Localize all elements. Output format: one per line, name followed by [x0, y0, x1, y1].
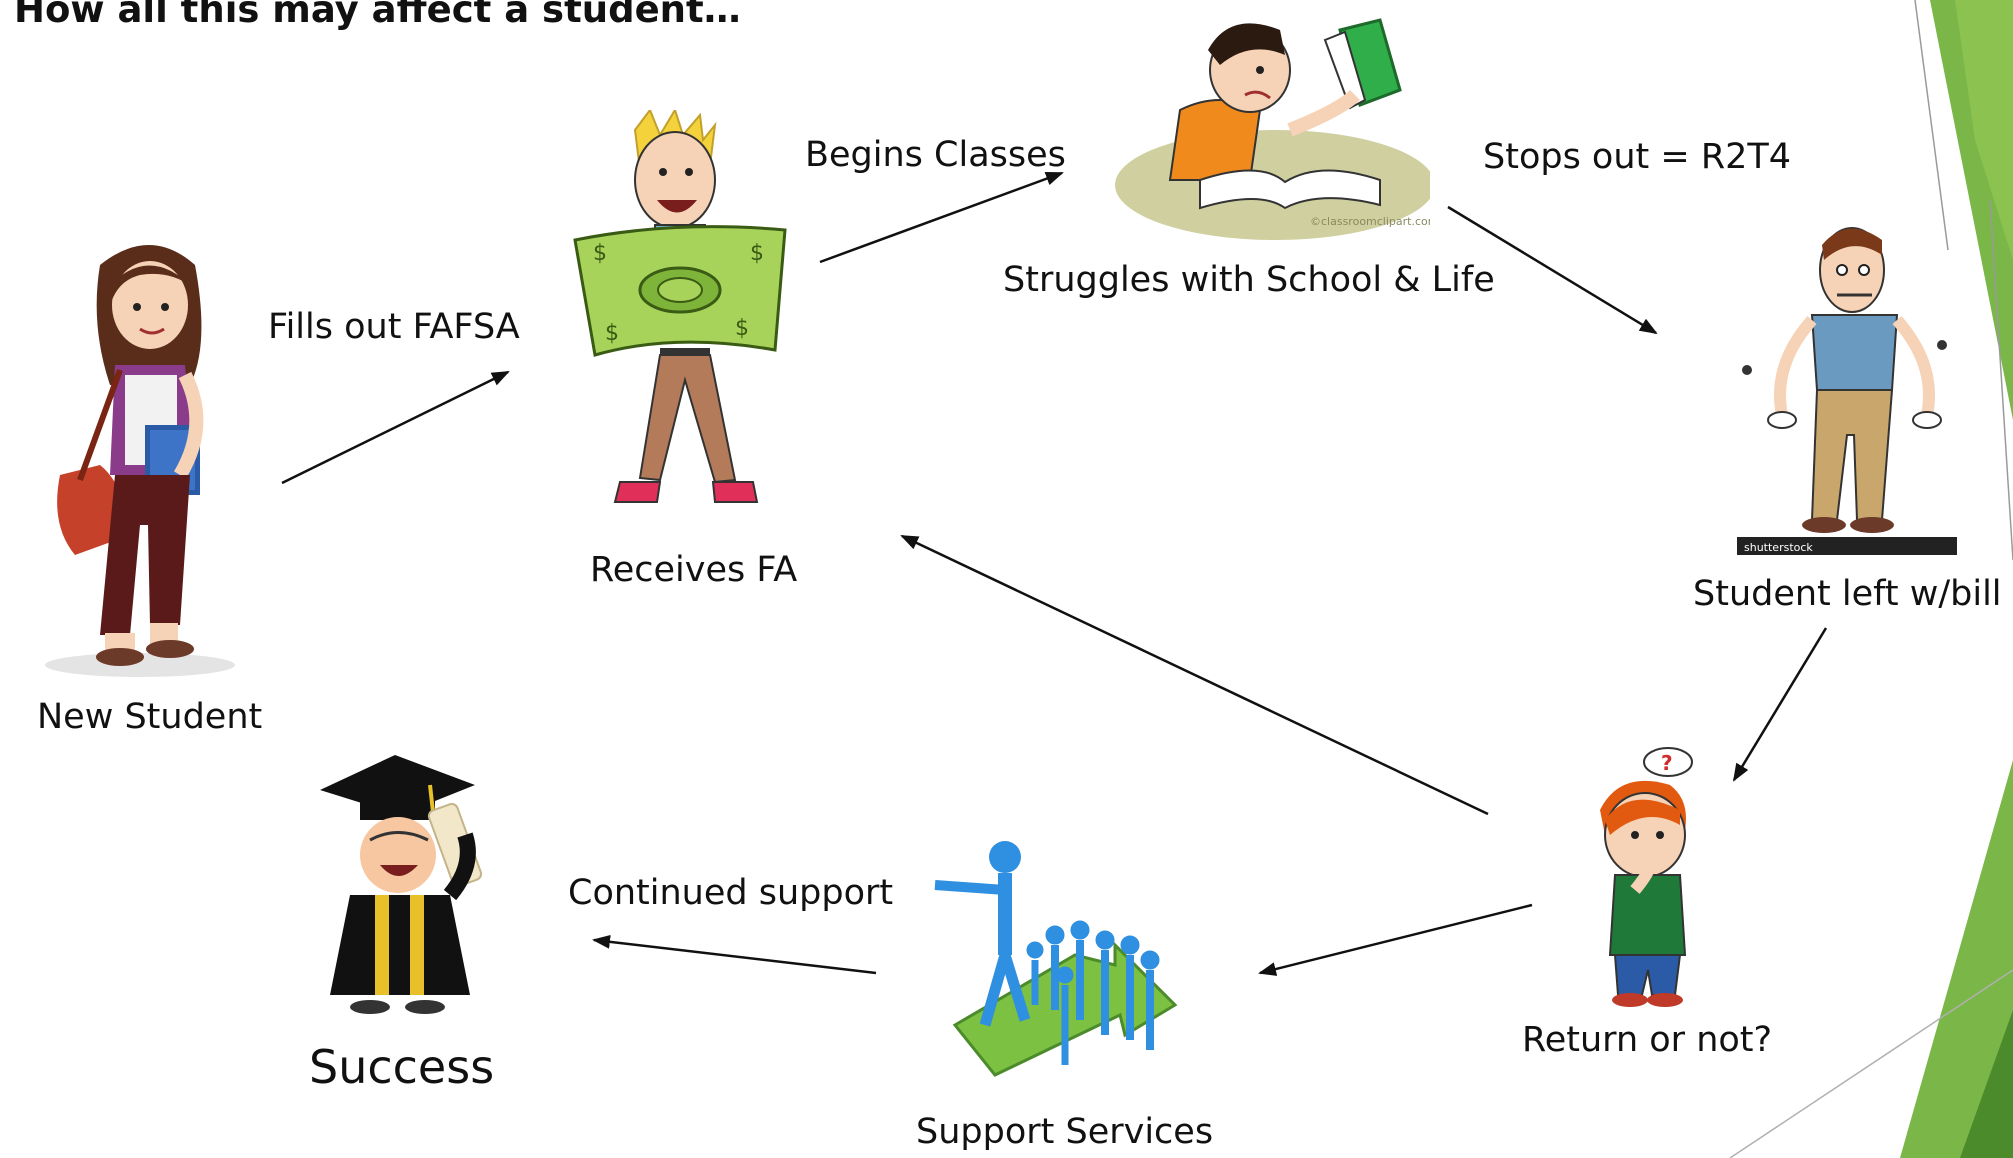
edge-continued-support: Continued support: [568, 873, 894, 913]
receives-fa-illustration: $ $ $ $: [573, 110, 787, 503]
return-or-not-illustration: ?: [1600, 747, 1693, 1007]
watermark-shutterstock: shutterstock: [1744, 541, 1813, 554]
svg-text:$: $: [750, 241, 764, 266]
svg-text:$: $: [593, 241, 607, 266]
support-services-illustration: [934, 841, 1178, 1077]
arrow-fafsa: [281, 370, 510, 485]
thin-line-1: [1914, 0, 1949, 251]
green-stripe-bottom-dark: [1960, 1010, 2013, 1158]
arrow-back-to-fa: [900, 534, 1489, 816]
green-stripe-bottom: [1900, 760, 2013, 1158]
svg-text:$: $: [605, 321, 619, 346]
thin-line-2: [1989, 199, 2013, 561]
arrow-begins-classes: [819, 171, 1064, 264]
arrow-stops-out: [1447, 205, 1658, 335]
svg-text:?: ?: [1661, 751, 1673, 775]
green-stripe-mid: [1955, 0, 2013, 260]
node-support-services: Support Services: [916, 1112, 1214, 1152]
struggles-illustration: ©classroomclipart.com: [1115, 18, 1430, 240]
slide-title: How all this may affect a student…: [14, 0, 741, 31]
left-with-bill-illustration: shutterstock: [1737, 227, 1957, 555]
arrow-to-return: [1732, 627, 1828, 782]
success-illustration: [320, 755, 483, 1014]
thin-line-3: [1729, 969, 2013, 1158]
edge-fills-out-fafsa: Fills out FAFSA: [268, 307, 520, 347]
node-return-or-not: Return or not?: [1522, 1020, 1773, 1060]
node-left-with-bill: Student left w/bill: [1693, 574, 2002, 614]
node-receives-fa: Receives FA: [590, 550, 798, 590]
edge-begins-classes: Begins Classes: [805, 135, 1066, 175]
edge-stops-out: Stops out = R2T4: [1483, 137, 1792, 177]
arrow-to-support: [1258, 903, 1533, 976]
arrow-continued-support: [592, 934, 877, 975]
node-new-student: New Student: [37, 697, 263, 737]
node-struggles: Struggles with School & Life: [1003, 260, 1495, 300]
watermark-classroom: ©classroomclipart.com: [1310, 215, 1430, 228]
node-success: Success: [309, 1040, 495, 1094]
svg-text:$: $: [735, 316, 749, 341]
new-student-illustration: [45, 245, 235, 677]
